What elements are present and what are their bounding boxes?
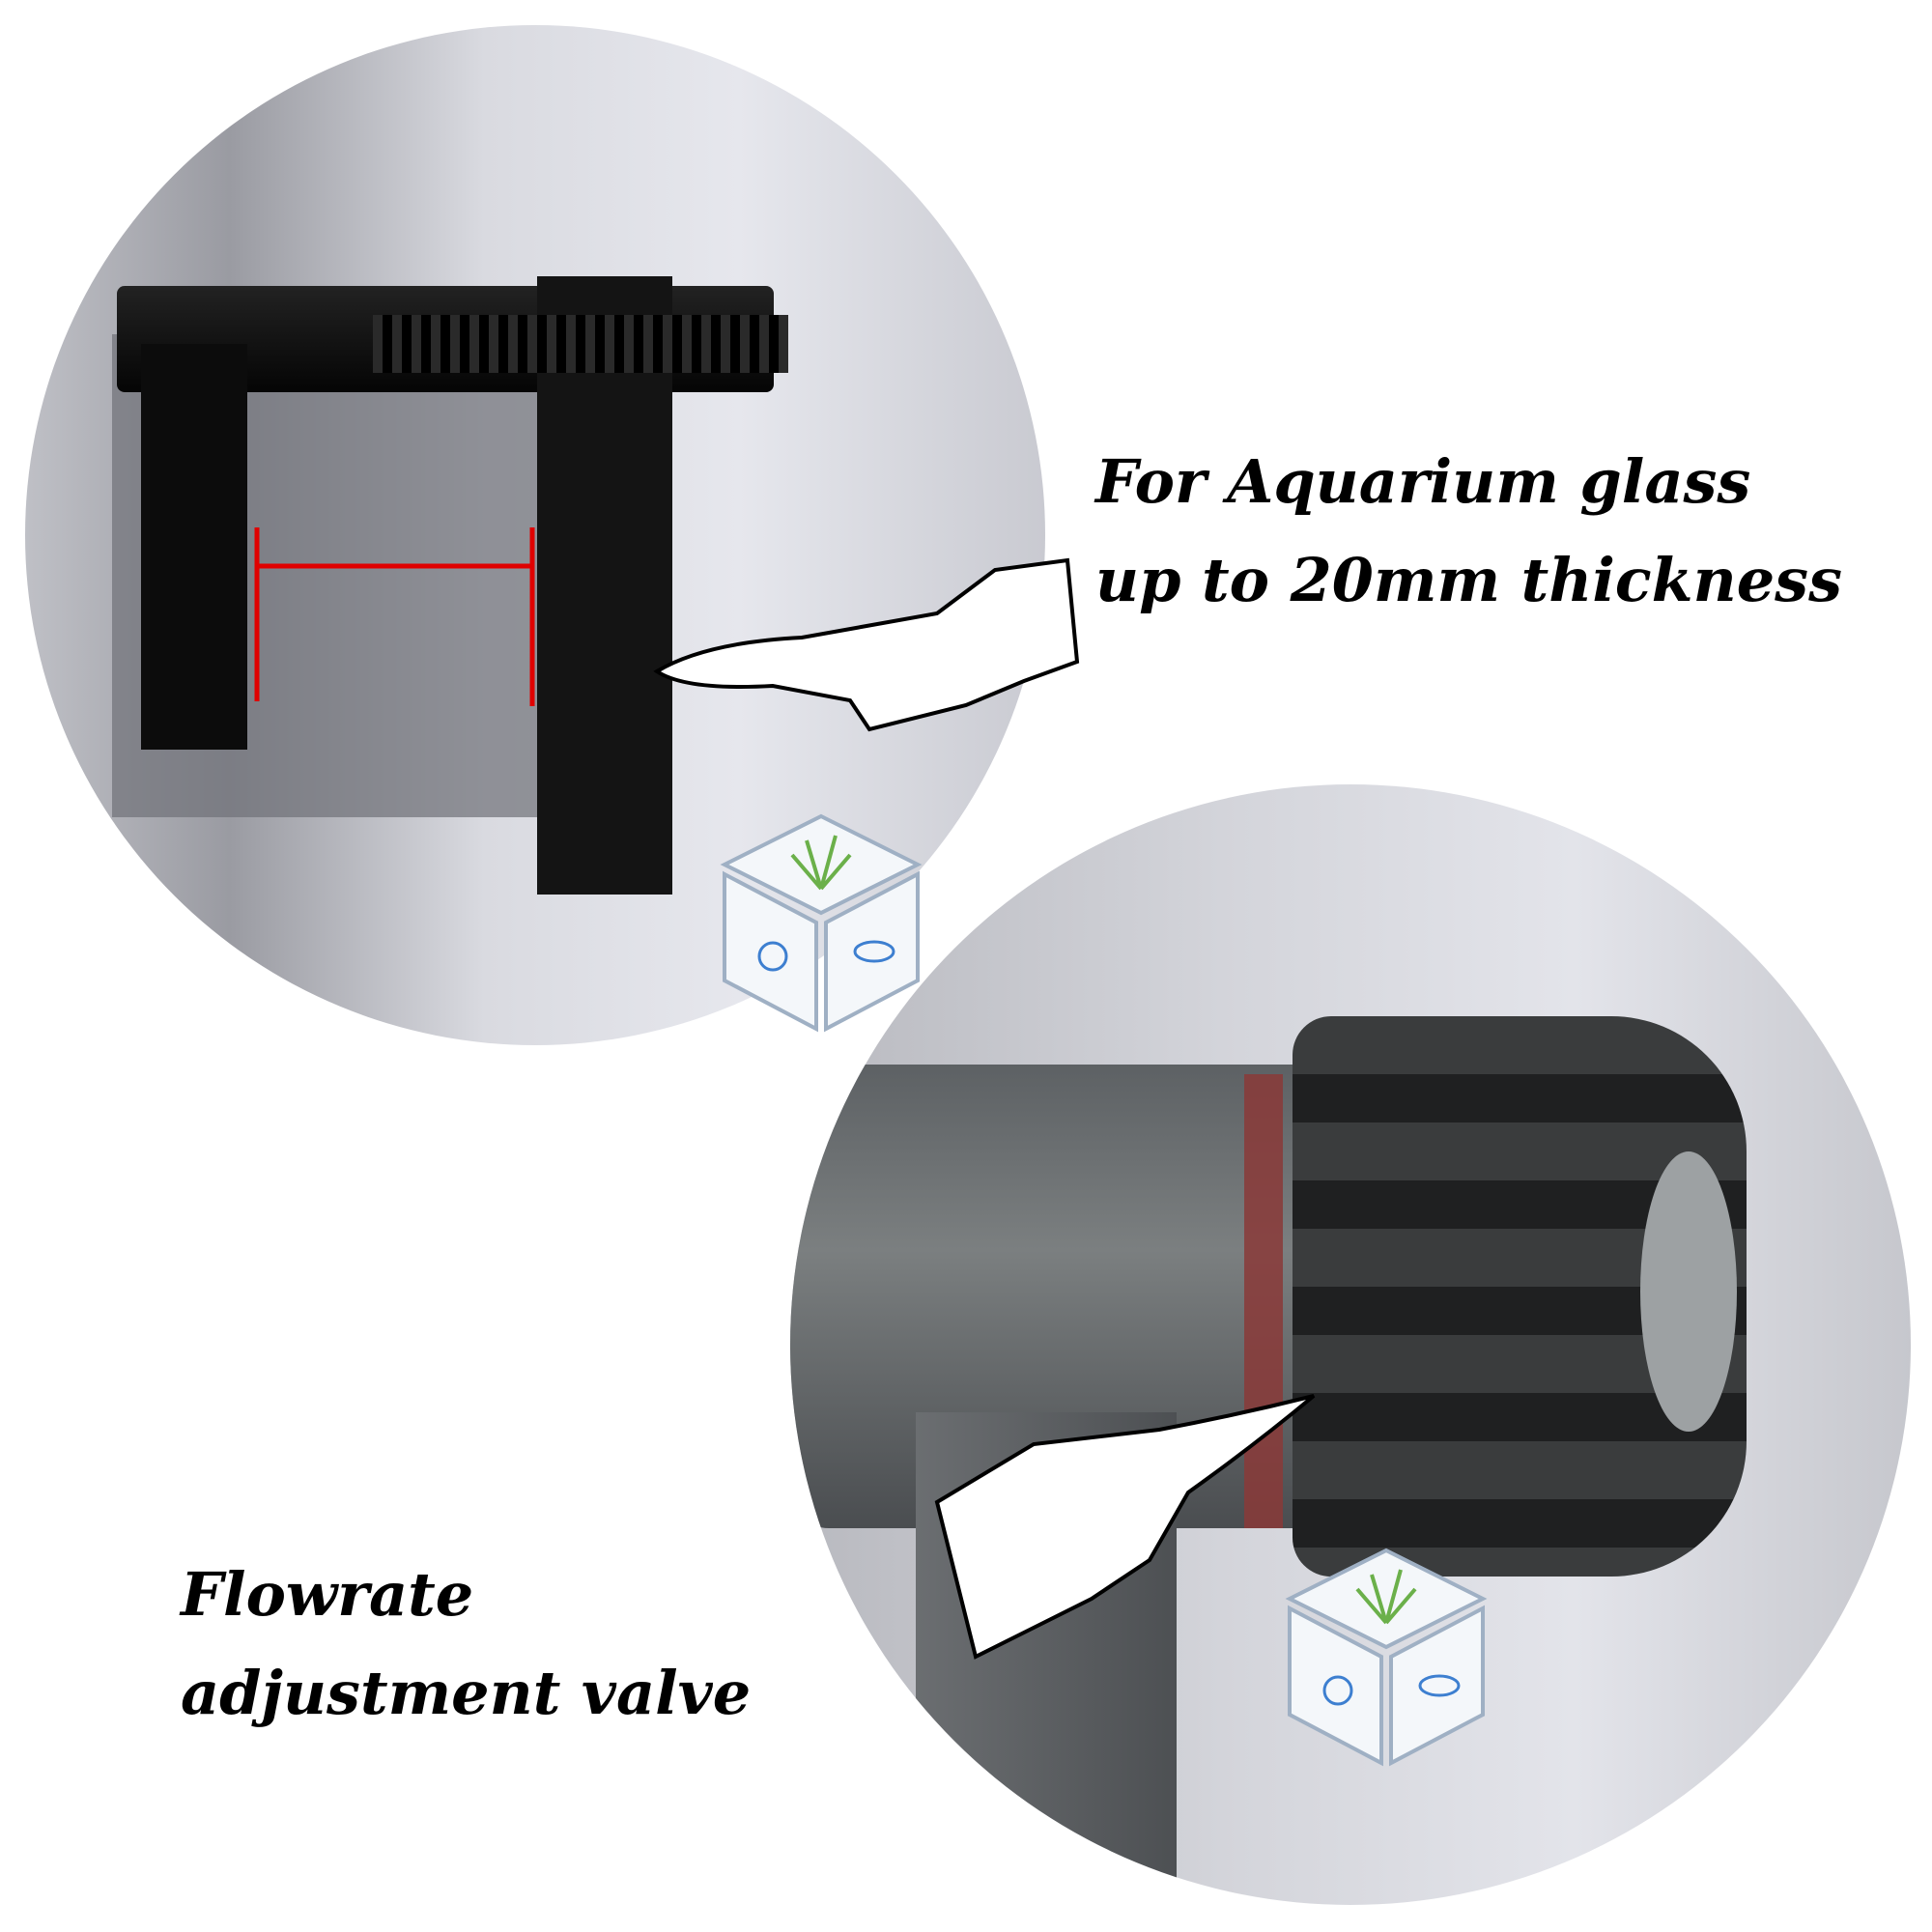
caption-line: Flowrate: [181, 1559, 474, 1630]
aquarium-cube-icon: [1285, 1548, 1488, 1767]
pointing-hand-icon: [653, 557, 1080, 732]
aquarium-cube-icon: [720, 813, 923, 1033]
caption-line: adjustment valve: [181, 1658, 752, 1728]
caption-line: up to 20mm thickness: [1095, 545, 1842, 615]
ribbed-slider: [373, 315, 788, 373]
thickness-measure-line: [254, 527, 535, 706]
caption-line: For Aquarium glass: [1095, 446, 1751, 517]
valve-caption: Flowrate adjustment valve: [181, 1546, 751, 1743]
clip-right-leg: [537, 276, 672, 895]
glass-thickness-caption: For Aquarium glass up to 20mm thickness: [1095, 433, 1842, 630]
seal-ring: [1244, 1074, 1283, 1528]
knob-opening: [1640, 1151, 1737, 1432]
pointing-hand-icon: [934, 1394, 1316, 1660]
clip-left-leg: [141, 344, 247, 750]
glass-clip-photo: [25, 25, 1045, 1045]
